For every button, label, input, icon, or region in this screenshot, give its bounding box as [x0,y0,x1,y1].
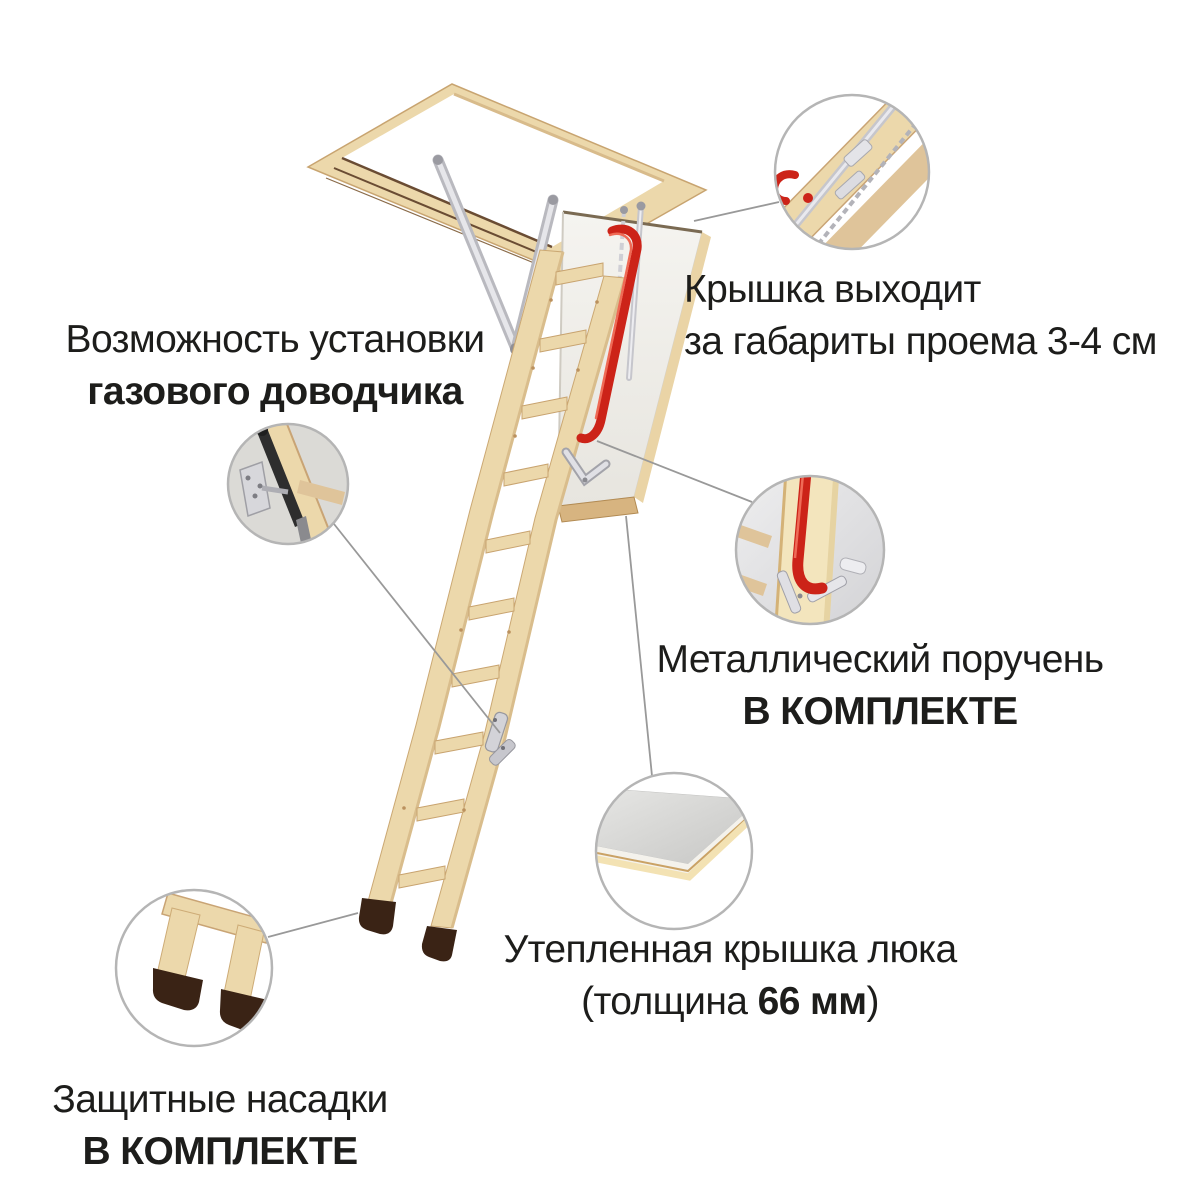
detail-chain-rod [810,114,924,249]
label-thickness-value: 66 мм [757,980,868,1023]
leader-line [267,912,359,938]
ladder-step [555,262,604,286]
detail-handrail-curve [792,476,828,595]
ladder-step [503,463,549,487]
ladder-step [485,530,531,554]
callout-protective-caps-detail [114,888,274,1048]
label-protective-caps: Защитные насадки В КОМПЛЕКТЕ [35,1074,405,1178]
detail-stringer-wood [259,424,331,544]
callout-lid-edge-detail [594,771,754,931]
callout-hinge-mechanism-detail [773,93,931,251]
detail-panel-insulation [596,814,752,881]
upper-hinge-hardware [561,447,611,487]
detail-mount-bracket [239,460,271,518]
detail-hinge-strap [776,570,802,614]
door-edge-wood-bottom [557,496,639,523]
metal-arm-left [432,154,522,355]
opening-top-board-edge [453,92,665,183]
label-thickness-pre: (толщина [581,980,758,1023]
label-line-bold: газового доводчика [87,370,463,413]
label-insulated-lid: Утепленная крышка люка (толщина 66 мм) [495,924,965,1028]
callout-ring [734,474,886,626]
label-gas-strut: Возможность установки газового доводчика [30,314,520,418]
detail-step-wood [297,480,345,505]
label-line: Защитные насадки [52,1078,388,1121]
door-top-seam [562,210,703,234]
ladder-step [416,798,465,822]
leader-line [625,515,653,777]
label-line: Металлический поручень [656,638,1105,681]
ladder-step [468,597,515,621]
detail-hinge-strap [839,557,867,575]
label-line-mixed: (толщина 66 мм) [495,976,965,1028]
ladder-stringer-right-shade [450,277,627,929]
leader-line [596,440,753,503]
callout-handrail-detail [734,474,886,626]
door-edge-wood-right [634,232,711,503]
section-hinge [484,711,516,766]
label-lid-overhang: Крышка выходит за габариты проема 3-4 см [684,264,1194,368]
protective-cap-left [358,898,396,935]
frame-seam-lines [325,156,553,266]
ladder-step [434,731,484,755]
detail-bracket [834,170,866,200]
leader-line [333,523,501,734]
leader-line [693,201,780,222]
label-line-bold: В КОМПЛЕКТЕ [742,690,1018,733]
detail-step-edge [736,524,772,548]
detail-bracket [843,139,873,167]
handrail [576,224,642,444]
detail-cap [152,968,203,1011]
leader-lines [267,201,780,938]
ladder-steps [398,262,604,889]
ladder-step [451,664,500,688]
ladder-step [521,396,568,420]
ladder [358,249,627,962]
label-line: Крышка выходит [684,268,981,311]
label-line: Возможность установки [65,318,486,361]
detail-wood-board [811,115,929,249]
detail-red-knob [803,193,813,203]
callout-ring [773,93,931,251]
callout-ring [226,422,350,546]
ladder-step [398,865,446,889]
label-thickness-post: ) [866,980,880,1023]
callout-gas-strut-detail [226,422,350,546]
detail-panel-edge-line [596,809,752,873]
label-handrail: Металлический поручень В КОМПЛЕКТЕ [630,634,1130,738]
label-line: Утепленная крышка люка [503,928,957,971]
protective-cap-right [421,926,457,962]
stringer-screws [402,298,599,812]
callout-ring [594,771,754,931]
callout-ring [114,888,274,1048]
detail-gas-strut [257,428,305,527]
ladder-stringer-left-shade [388,251,565,908]
ladder-step [539,329,587,353]
label-line-bold: В КОМПЛЕКТЕ [82,1130,358,1173]
label-line: за габариты проема 3-4 см [684,320,1157,363]
opening-hole [342,94,664,247]
